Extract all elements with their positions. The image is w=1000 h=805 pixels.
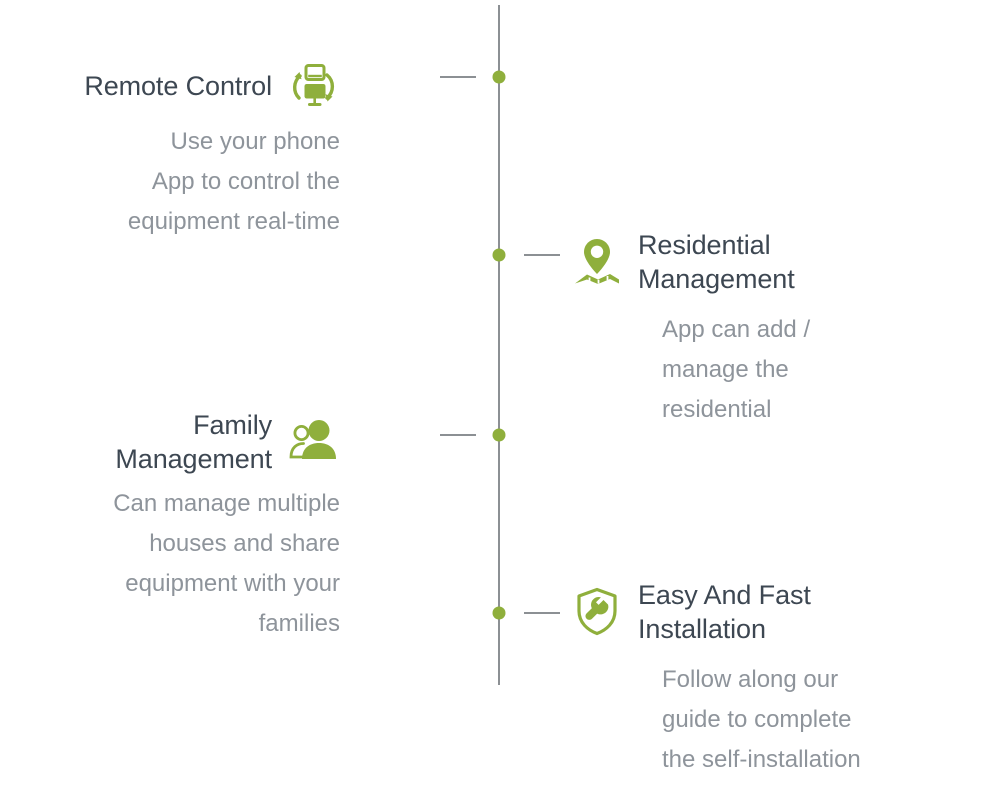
residential-management-header: Residential Management xyxy=(570,228,990,296)
map-pin-location-icon xyxy=(570,236,624,288)
residential-management-title: Residential Management xyxy=(638,230,795,294)
family-management-header: Family Management xyxy=(0,408,340,476)
timeline-node-remote-control[interactable] xyxy=(492,70,506,84)
family-management-title: Family Management xyxy=(115,410,272,474)
timeline-node-residential-management[interactable] xyxy=(492,248,506,262)
residential-management-description: App can add / manage the residential xyxy=(662,316,811,423)
timeline-item-easy-fast-installation: Easy And Fast Installation Follow along … xyxy=(570,578,990,780)
family-management-description: Can manage multiple houses and share equ… xyxy=(113,490,340,637)
easy-fast-installation-header: Easy And Fast Installation xyxy=(570,578,990,646)
remote-control-description: Use your phone App to control the equipm… xyxy=(127,128,340,235)
remote-control-title: Remote Control xyxy=(84,71,272,101)
timeline-node-family-management[interactable] xyxy=(492,428,506,442)
timeline-item-residential-management: Residential Management App can add / man… xyxy=(570,228,990,430)
easy-fast-installation-description: Follow along our guide to complete the s… xyxy=(662,666,861,773)
connector-dash-family-management xyxy=(440,434,476,436)
shield-wrench-icon xyxy=(570,586,624,638)
two-people-group-icon xyxy=(286,416,340,468)
timeline-node-easy-fast-installation[interactable] xyxy=(492,606,506,620)
connector-dash-residential-management xyxy=(524,254,560,256)
timeline-axis xyxy=(498,5,500,685)
timeline-item-remote-control: Remote Control Use your phone App xyxy=(0,60,340,242)
remote-sync-devices-icon xyxy=(286,60,340,112)
easy-fast-installation-title: Easy And Fast Installation xyxy=(638,580,811,644)
timeline-item-family-management: Family Management Can manage multiple ho… xyxy=(0,408,340,644)
remote-control-header: Remote Control xyxy=(0,60,340,112)
connector-dash-remote-control xyxy=(440,76,476,78)
connector-dash-easy-fast-installation xyxy=(524,612,560,614)
